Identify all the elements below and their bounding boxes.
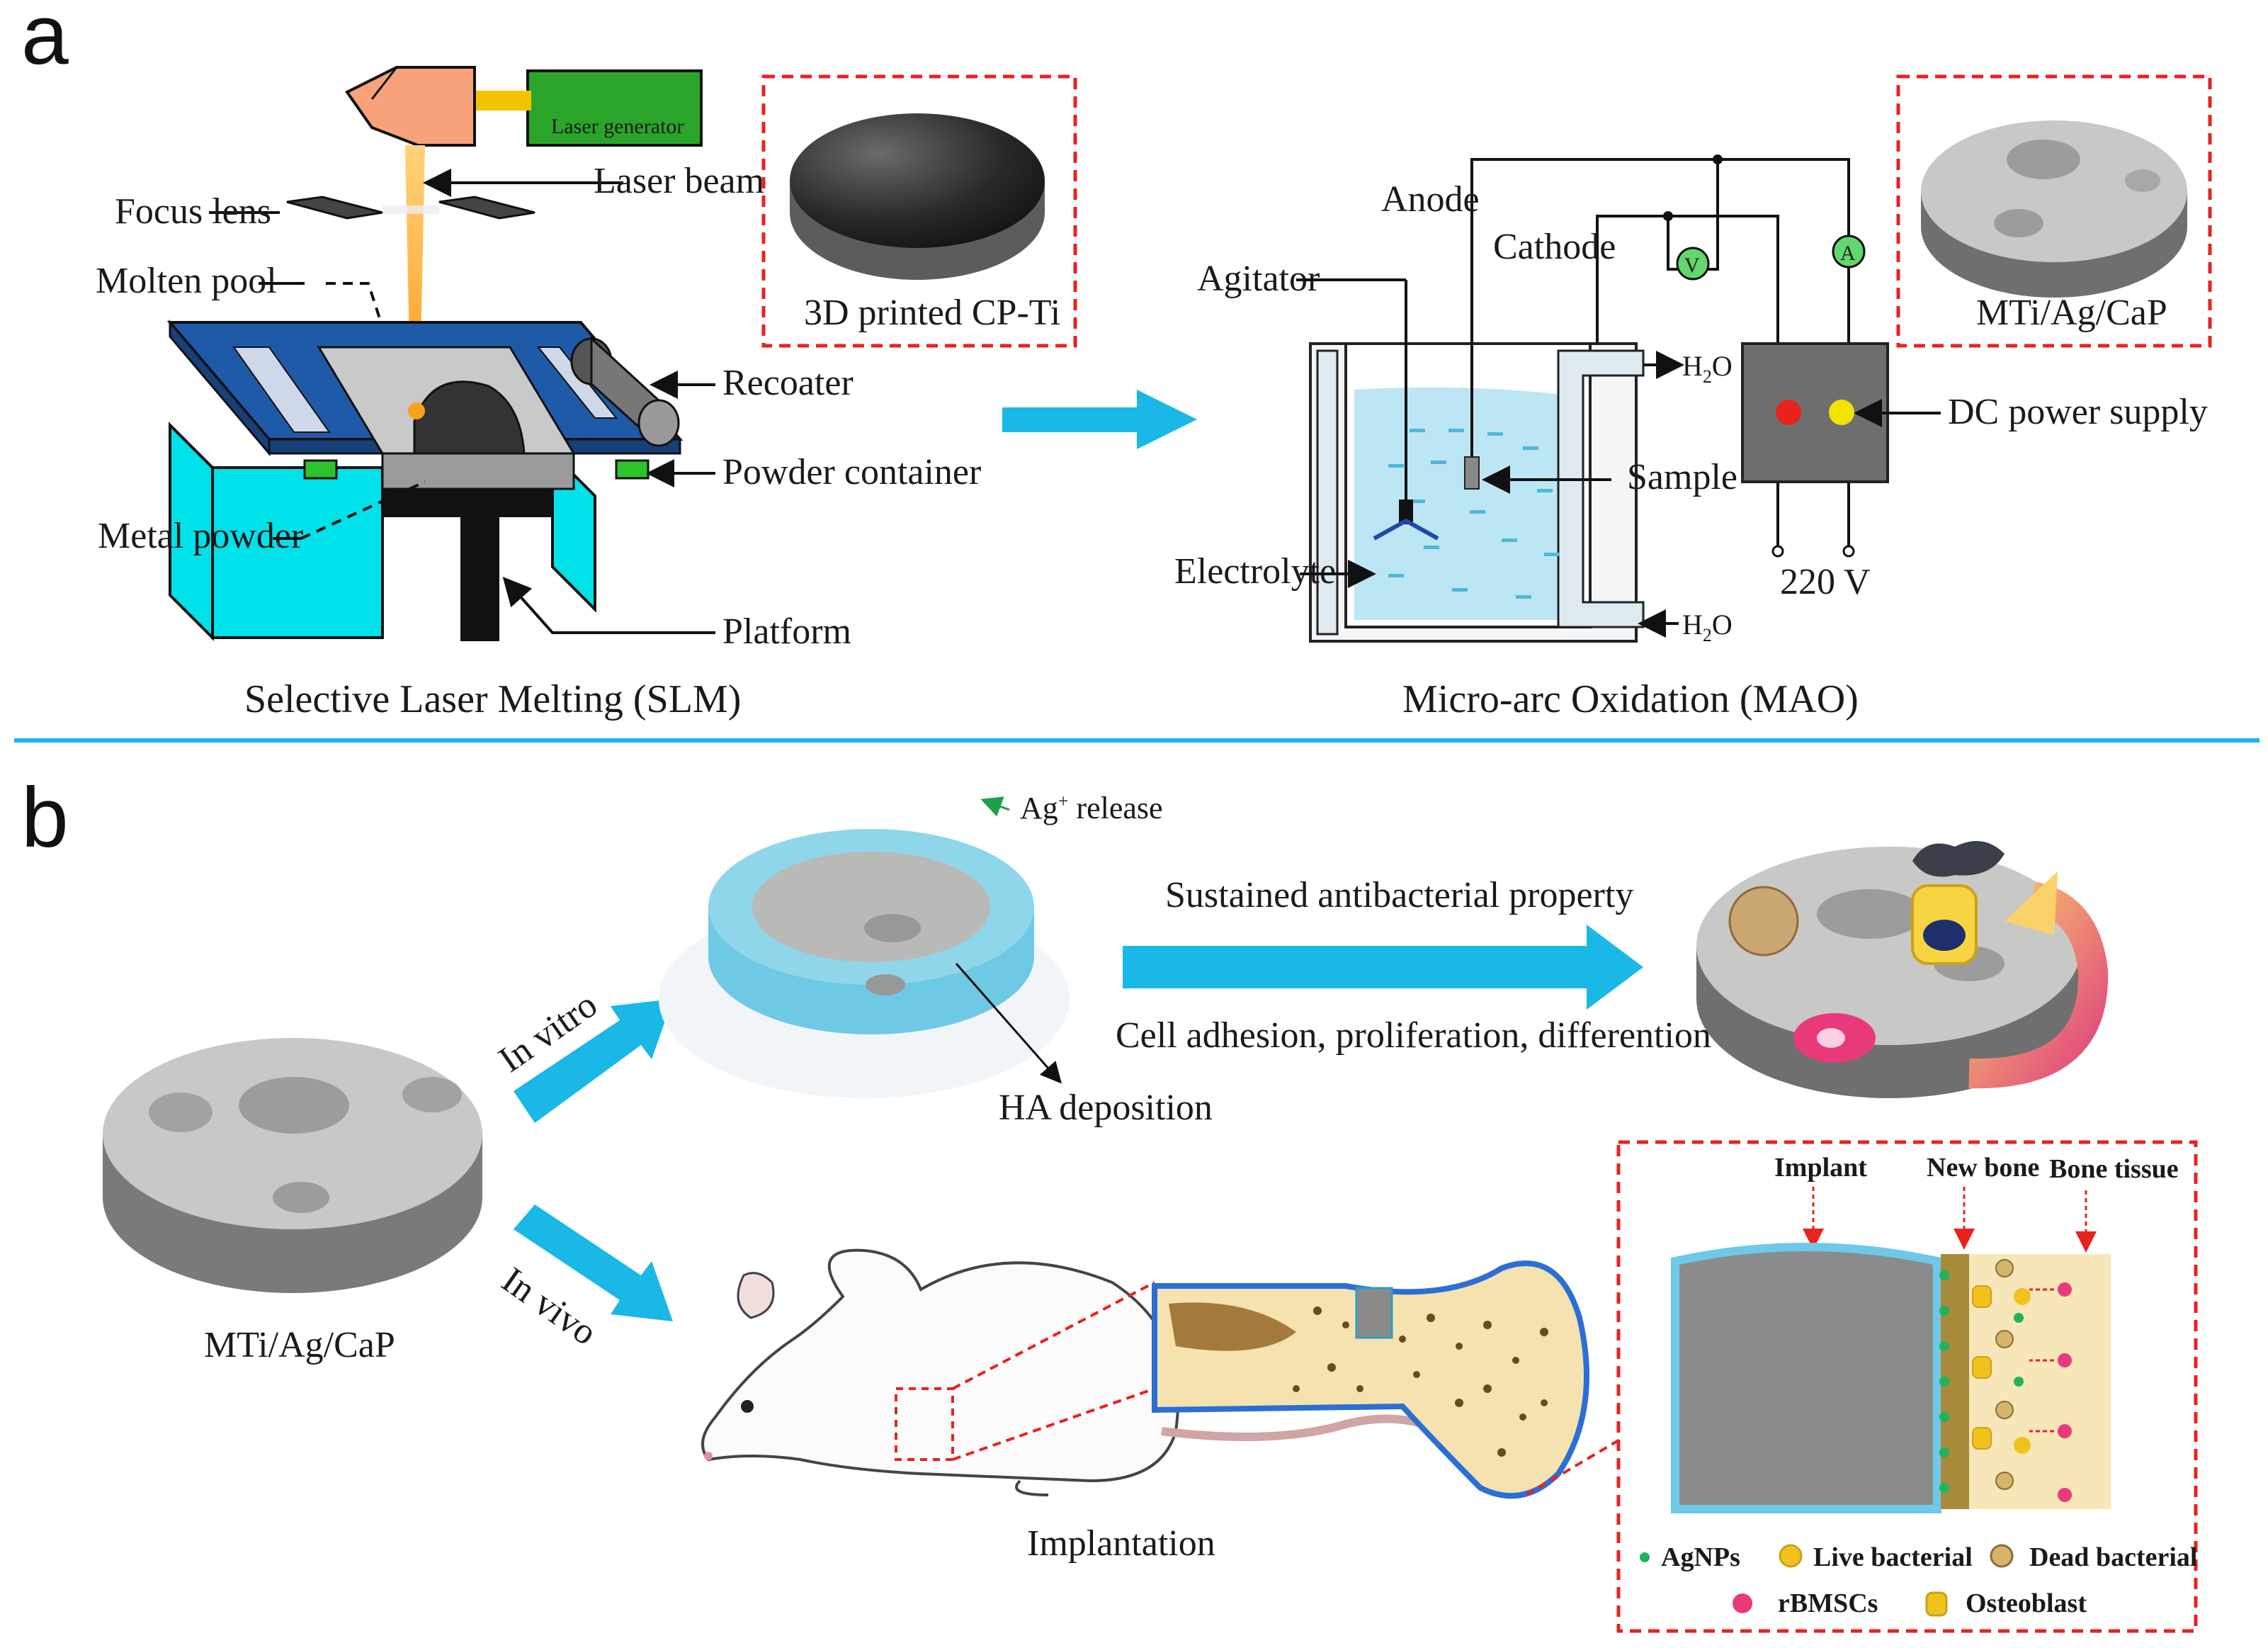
ag-sup: + [1058, 791, 1069, 811]
voltmeter-label: V [1684, 254, 1700, 277]
water-in-label: H2O [1682, 609, 1733, 645]
coated-disc-small [1921, 120, 2187, 298]
process-arrow [1002, 390, 1197, 449]
ammeter-icon: A [1832, 235, 1866, 269]
in-vivo-arrow [514, 1204, 673, 1321]
water-in-sub: 2 [1703, 625, 1712, 645]
bone-illustration [1152, 1260, 1589, 1499]
coated-sample-label-a: MTi/Ag/CaP [1976, 293, 2167, 333]
bone-implant [1355, 1287, 1393, 1339]
dead-bacterial-label: Dead bacterial [2029, 1542, 2197, 1572]
slm-machine [166, 319, 684, 641]
focus-lens-label: Focus lens [115, 191, 271, 232]
slm-title: Selective Laser Melting (SLM) [244, 677, 741, 721]
zoom-line-inset [1525, 1437, 1623, 1496]
in-vitro-arrow [514, 999, 673, 1123]
water-out-sub: 2 [1703, 366, 1712, 387]
laser-beam-label: Laser beam [594, 161, 764, 201]
implant-label: Implant [1774, 1153, 1867, 1183]
printed-disc [790, 113, 1045, 280]
ag-release-label: Ag+ release [1020, 791, 1163, 825]
printed-sample-box [761, 74, 1077, 348]
dc-power-supply [1741, 342, 1889, 558]
panel-a-letter: a [21, 0, 69, 82]
coated-sample-box [1896, 74, 2212, 348]
molten-pool-label: Molten pool [96, 261, 277, 301]
rat-implant-region [895, 1387, 954, 1461]
focus-lens-icon [286, 196, 535, 220]
ag-release-arrow [980, 796, 1010, 817]
rbmscs-label: rBMSCs [1778, 1588, 1878, 1618]
water-out-label: H2O [1682, 350, 1733, 387]
dead-bacterial-legend-icon [1990, 1544, 2014, 1568]
platform-arrow [502, 577, 715, 634]
petri-dish [659, 829, 1070, 1098]
cathode-label: Cathode [1493, 227, 1616, 267]
printed-sample-label: 3D printed CP-Ti [804, 293, 1060, 333]
water-out-h: H [1682, 350, 1703, 382]
molten-pool-dot [408, 402, 425, 419]
anode-label: Anode [1381, 179, 1480, 220]
agnps-legend-icon [1640, 1552, 1650, 1562]
ha-deposition-label: HA deposition [999, 1088, 1213, 1128]
ag-text: Ag [1020, 791, 1058, 825]
sustained-arrow [1123, 925, 1643, 1010]
coated-sample-label-b: MTi/Ag/CaP [204, 1325, 395, 1365]
dead-bacteria-icon [1728, 886, 1799, 956]
ha-arrow [955, 963, 1062, 1084]
metal-powder-label: Metal powder [98, 516, 303, 556]
cell-adhesion-label: Cell adhesion, proliferation, differenti… [1116, 1015, 1711, 1056]
implantation-label: Implantation [1027, 1523, 1215, 1564]
ammeter-label: A [1840, 242, 1856, 265]
water-in-h: H [1682, 609, 1703, 640]
voltage-label: 220 V [1780, 562, 1871, 602]
implant-cross-section [1671, 1243, 2111, 1513]
laser-generator-label: Laser generator [551, 115, 684, 138]
voltmeter-icon: V [1676, 247, 1710, 281]
platform-label: Platform [722, 611, 851, 652]
osteoblast-legend-icon [1925, 1591, 1948, 1617]
platform-piston [460, 517, 499, 641]
coated-disc-large [103, 1038, 482, 1293]
sample-label: Sample [1627, 457, 1737, 497]
osteoblast-label: Osteoblast [1966, 1588, 2087, 1618]
bone-tissue-label: Bone tissue [2049, 1154, 2179, 1184]
sustained-label: Sustained antibacterial property [1165, 875, 1633, 915]
power-supply-label: DC power supply [1948, 392, 2208, 432]
electrolyte-fill [1354, 387, 1578, 620]
laser-generator: Laser generator [475, 69, 703, 147]
metal-powder-dashed-pointer [300, 480, 426, 540]
water-in-o: O [1712, 609, 1733, 640]
recoater-icon [570, 336, 680, 448]
laser-head-icon [345, 66, 476, 147]
mao-setup [1309, 154, 1850, 643]
zoom-line-top [952, 1281, 1155, 1390]
powder-container-label: Powder container [722, 452, 981, 492]
cell-disc [1696, 841, 2109, 1098]
live-bacterial-legend-icon [1779, 1544, 1803, 1568]
new-bone-label: New bone [1927, 1153, 2039, 1183]
recoater-label: Recoater [722, 363, 854, 403]
agnps-label: AgNPs [1661, 1542, 1740, 1572]
ag-release-tail: release [1068, 791, 1162, 825]
zoom-line-bottom [952, 1387, 1155, 1461]
electrolyte-label: Electrolyte [1174, 551, 1336, 592]
water-out-o: O [1712, 350, 1733, 382]
rbmscs-legend-icon [1733, 1593, 1752, 1613]
panel-b-letter: b [21, 770, 69, 865]
mao-title: Micro-arc Oxidation (MAO) [1402, 677, 1859, 721]
live-bacterial-label: Live bacterial [1813, 1542, 1973, 1572]
rbmsc-icon [1793, 1013, 1876, 1063]
rat-illustration [701, 1248, 1425, 1496]
